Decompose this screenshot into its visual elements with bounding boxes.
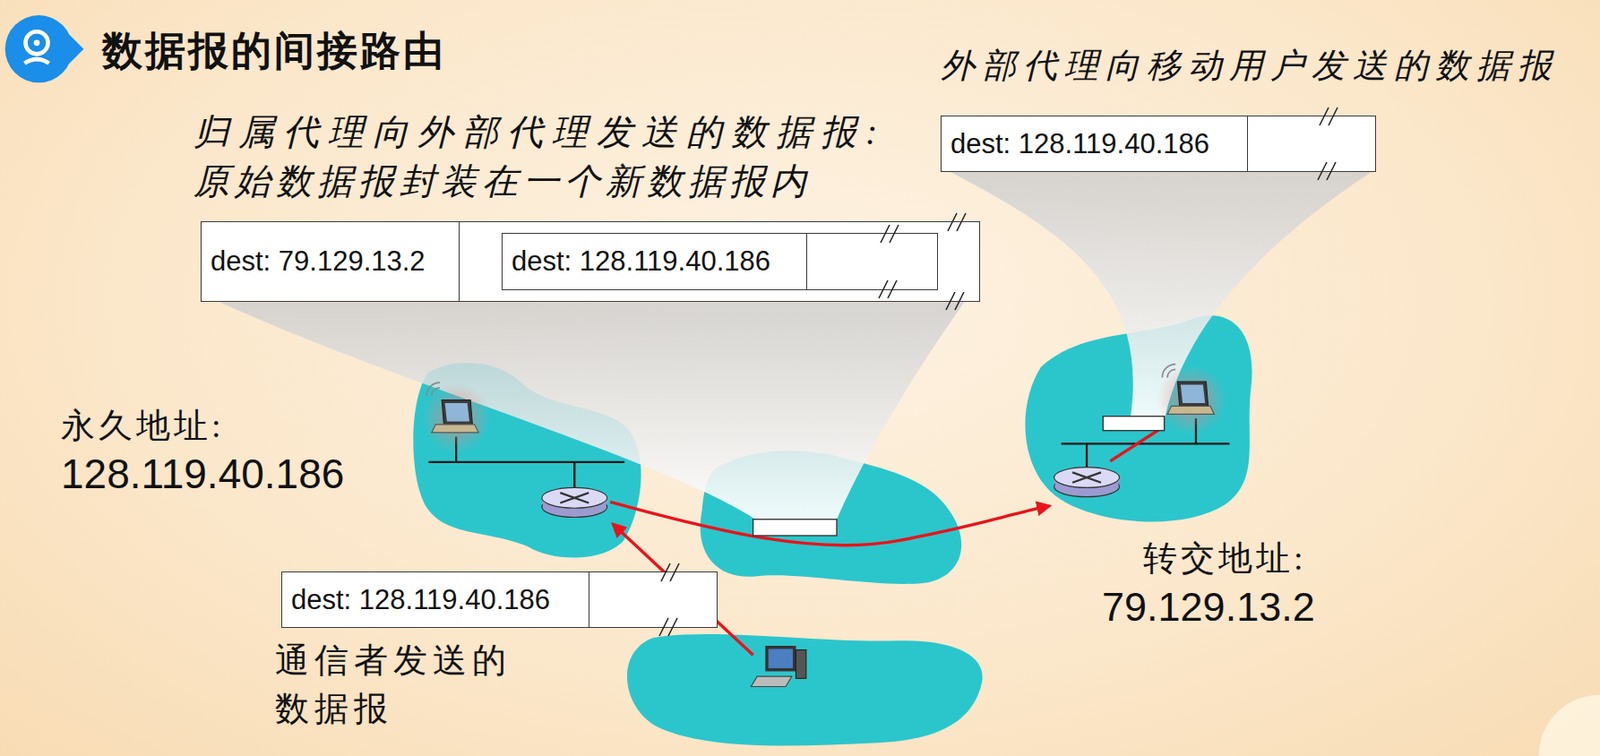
visited-router bbox=[1054, 467, 1120, 498]
callout-text: 外部代理向移动用户发送的数据报 bbox=[940, 45, 1559, 87]
break-mark-stroke bbox=[947, 213, 957, 232]
address-label: 永久地址: bbox=[60, 405, 225, 448]
payload-cell bbox=[1247, 116, 1376, 172]
visited-lan-part bbox=[1085, 443, 1088, 469]
break-mark-stroke bbox=[661, 563, 671, 582]
home-lan-part bbox=[573, 462, 576, 491]
break-mark-stroke bbox=[1317, 162, 1327, 181]
address-value: 79.129.13.2 bbox=[1101, 583, 1316, 632]
dest-address: dest: 128.119.40.186 bbox=[291, 584, 551, 617]
home-router-part bbox=[541, 487, 608, 508]
payload-cell bbox=[807, 233, 938, 290]
home-router-part bbox=[559, 492, 589, 503]
datagram-marker-part bbox=[1102, 416, 1164, 431]
mobile-laptop bbox=[1157, 364, 1227, 436]
red-route-part bbox=[610, 501, 1050, 545]
callout-text: 通信者发送的 数据报 bbox=[275, 636, 519, 734]
spotlight-beam-part bbox=[948, 171, 1373, 416]
payload-cell bbox=[589, 572, 717, 628]
datagram-box: dest: 128.119.40.186 bbox=[281, 571, 718, 628]
correspondent-computer-part bbox=[795, 650, 806, 680]
dest-address: dest: 128.119.40.186 bbox=[950, 128, 1210, 161]
dest-address: dest: 79.129.13.2 bbox=[210, 245, 426, 278]
slide-title: 数据报的间接路由 bbox=[102, 26, 447, 76]
title-icon bbox=[5, 15, 85, 83]
break-mark-stroke bbox=[659, 618, 669, 637]
home-laptop-part bbox=[445, 403, 470, 422]
header-cell: dest: 128.119.40.186 bbox=[282, 572, 590, 628]
break-mark-stroke bbox=[668, 618, 678, 637]
correspondent-network-blob-part bbox=[627, 634, 983, 747]
title-icon-part bbox=[5, 15, 85, 83]
red-route-part bbox=[1109, 430, 1160, 462]
corner-glow-part bbox=[1539, 695, 1600, 756]
home-laptop-part bbox=[441, 399, 473, 424]
mobile-laptop-part bbox=[1167, 405, 1214, 414]
home-lan-part bbox=[428, 461, 625, 464]
visited-router-part bbox=[1072, 472, 1102, 482]
mobile-laptop-part bbox=[1180, 384, 1205, 404]
callout-text: 归属代理向外部代理发送的数据报: bbox=[193, 111, 887, 155]
correspondent-network-blob bbox=[627, 634, 983, 747]
payload-slot: dest: 128.119.40.186 bbox=[459, 222, 938, 302]
break-mark-stroke bbox=[887, 280, 897, 299]
home-laptop-part bbox=[431, 424, 479, 433]
correspondent-computer bbox=[750, 645, 807, 688]
correspondent-computer-part bbox=[768, 648, 793, 669]
address-label: 转交地址: bbox=[1143, 538, 1308, 580]
correspondent-computer-part bbox=[765, 645, 796, 671]
payload-cell bbox=[937, 222, 980, 302]
break-mark-stroke bbox=[946, 292, 955, 310]
title-icon-part bbox=[25, 31, 48, 54]
dest-address: dest: 128.119.40.186 bbox=[511, 245, 771, 278]
title-icon-part bbox=[34, 39, 41, 46]
visited-router-part bbox=[1054, 467, 1120, 489]
home-laptop-part bbox=[426, 382, 440, 396]
header-cell: dest: 79.129.13.2 bbox=[201, 222, 460, 302]
datagram-box: dest: 128.119.40.186 bbox=[501, 232, 938, 291]
mobile-laptop-part bbox=[1177, 381, 1208, 406]
break-mark-stroke bbox=[1319, 107, 1329, 126]
datagram-box: dest: 79.129.13.2 dest: 128.119.40.186 bbox=[200, 221, 981, 302]
home-router bbox=[541, 487, 608, 517]
datagram-box: dest: 128.119.40.186 bbox=[940, 115, 1377, 173]
break-mark-stroke bbox=[670, 563, 680, 582]
break-mark-stroke bbox=[880, 224, 890, 243]
mobile-laptop-part bbox=[1161, 364, 1176, 379]
break-mark-stroke bbox=[889, 224, 899, 243]
header-cell: dest: 128.119.40.186 bbox=[502, 233, 808, 290]
header-cell: dest: 128.119.40.186 bbox=[941, 116, 1248, 172]
break-mark-stroke bbox=[1326, 162, 1336, 181]
break-mark-stroke bbox=[954, 292, 964, 310]
break-mark bbox=[1247, 116, 1376, 172]
break-mark bbox=[589, 572, 717, 628]
corner-glow bbox=[1539, 695, 1600, 756]
break-mark bbox=[807, 233, 938, 290]
break-mark bbox=[937, 222, 980, 302]
correspondent-computer-part bbox=[750, 676, 792, 687]
break-mark-stroke bbox=[878, 280, 888, 299]
break-mark-stroke bbox=[1328, 107, 1338, 126]
datagram-marker bbox=[753, 416, 1165, 536]
datagram-marker-part bbox=[753, 519, 837, 536]
home-laptop bbox=[421, 382, 491, 454]
callout-text: 原始数据报封装在一个新数据报内 bbox=[193, 160, 812, 204]
address-value: 128.119.40.186 bbox=[60, 449, 345, 499]
title-icon-part bbox=[24, 59, 49, 64]
break-mark-stroke bbox=[956, 213, 966, 232]
